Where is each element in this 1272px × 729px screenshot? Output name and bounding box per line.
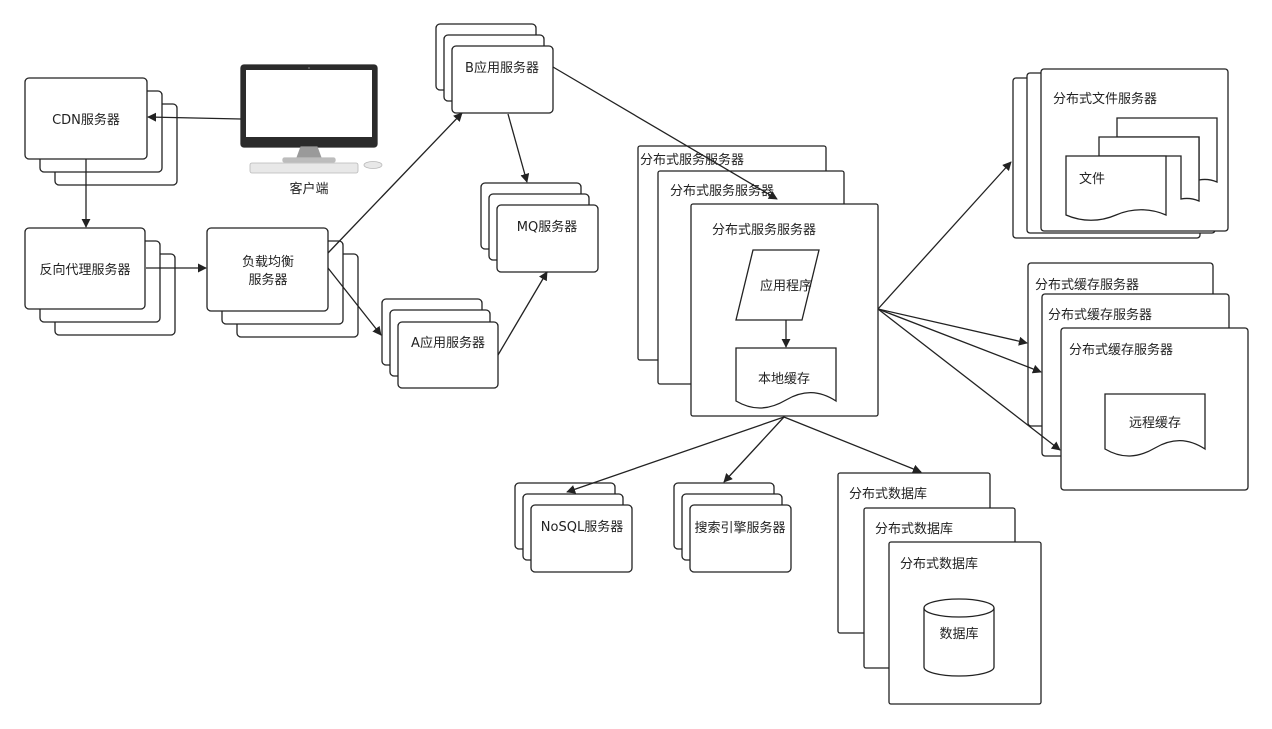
distributed-service-stack bbox=[637, 145, 879, 417]
local-cache-shape bbox=[735, 347, 837, 409]
client-label: 客户端 bbox=[289, 181, 328, 197]
service-to-db-arrow bbox=[783, 416, 922, 474]
a-app-label: A应用服务器 bbox=[411, 335, 485, 351]
cdn-server-stack bbox=[24, 77, 178, 186]
local-cache-label: 本地缓存 bbox=[758, 372, 810, 387]
b-app-label: B应用服务器 bbox=[465, 60, 539, 76]
database-cylinder-icon bbox=[923, 608, 995, 677]
dist-service-label-back: 分布式服务服务器 bbox=[640, 152, 744, 168]
search-server-stack bbox=[673, 482, 792, 573]
dist-db-label-back: 分布式数据库 bbox=[849, 486, 927, 502]
service-to-file-arrow bbox=[877, 161, 1012, 310]
db-label: 数据库 bbox=[939, 626, 978, 642]
dist-cache-label-back: 分布式缓存服务器 bbox=[1035, 277, 1139, 293]
dist-cache-label-middle: 分布式缓存服务器 bbox=[1048, 307, 1152, 323]
mq-server-stack bbox=[480, 182, 599, 273]
app-program-label: 应用程序 bbox=[760, 278, 812, 294]
load-balancer-label-line2: 服务器 bbox=[248, 272, 287, 288]
mq-label: MQ服务器 bbox=[517, 219, 577, 235]
a-app-server-stack bbox=[381, 298, 499, 389]
distributed-db-stack bbox=[837, 472, 1042, 705]
reverse-proxy-label: 反向代理服务器 bbox=[39, 262, 130, 278]
b-app-server-stack bbox=[435, 23, 554, 114]
service-to-cache1-arrow bbox=[877, 308, 1028, 346]
app-program-shape bbox=[735, 249, 820, 321]
nosql-server-stack bbox=[514, 482, 633, 573]
service-to-cache3-arrow bbox=[877, 308, 1061, 451]
load-balancer-stack bbox=[206, 227, 359, 338]
nosql-label: NoSQL服务器 bbox=[541, 519, 623, 535]
distributed-cache-stack bbox=[1027, 262, 1249, 491]
service-to-nosql-arrow bbox=[566, 416, 785, 494]
cdn-label: CDN服务器 bbox=[52, 112, 120, 128]
a-to-mq-arrow bbox=[497, 271, 548, 356]
remote-cache-shape bbox=[1104, 393, 1206, 457]
lb-to-b-arrow bbox=[327, 112, 463, 254]
file-shape bbox=[1065, 155, 1167, 221]
search-label: 搜索引擎服务器 bbox=[694, 520, 785, 536]
service-to-cache2-arrow bbox=[877, 308, 1042, 374]
remote-cache-label: 远程缓存 bbox=[1129, 416, 1181, 431]
dist-db-label-front: 分布式数据库 bbox=[900, 556, 978, 572]
dist-file-label: 分布式文件服务器 bbox=[1053, 91, 1157, 107]
distributed-file-stack bbox=[1012, 68, 1229, 239]
connectors bbox=[81, 66, 1061, 494]
load-balancer-label-line1: 负载均衡 bbox=[242, 255, 294, 270]
dist-service-label-front: 分布式服务服务器 bbox=[712, 222, 816, 238]
service-to-search-arrow bbox=[723, 416, 785, 483]
file-label: 文件 bbox=[1079, 172, 1105, 187]
b-to-service-arrow bbox=[552, 66, 778, 200]
dist-db-label-middle: 分布式数据库 bbox=[875, 521, 953, 537]
b-to-mq-arrow bbox=[507, 113, 530, 183]
client-to-cdn-arrow bbox=[147, 112, 242, 122]
reverse-proxy-stack bbox=[24, 227, 176, 336]
dist-cache-label-front: 分布式缓存服务器 bbox=[1069, 342, 1173, 358]
client-computer-icon bbox=[240, 64, 383, 174]
dist-service-label-middle: 分布式服务服务器 bbox=[670, 183, 774, 199]
lb-to-a-arrow bbox=[327, 267, 382, 336]
